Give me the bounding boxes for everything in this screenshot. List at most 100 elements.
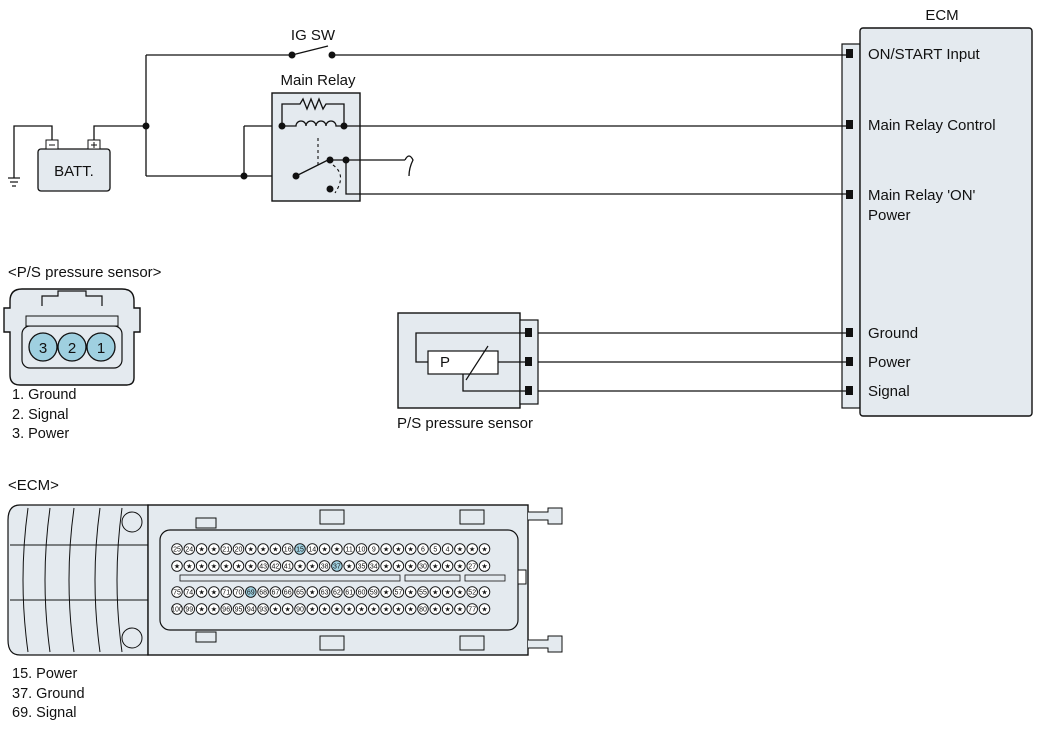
- ps-pin-3-label: 3: [39, 340, 47, 357]
- ecm-connector-pin: [368, 586, 380, 598]
- ecm-connector-pin: [355, 560, 368, 572]
- ps-sensor-element: [427, 350, 499, 375]
- ecm-connector-pin: [380, 603, 392, 615]
- battery-box: [37, 148, 111, 192]
- ecm-connector-pin-label: 43: [259, 564, 267, 571]
- ps-sensor-element-label: P: [440, 354, 450, 371]
- ecm-connector-pin-label: ★: [383, 563, 389, 571]
- ecm-connector-pin: [331, 560, 343, 572]
- ps-sensor-terminal: [525, 357, 532, 366]
- ecm-connector-pin-label: 80: [419, 607, 427, 614]
- ecm-connector-pin-label: 63: [321, 590, 329, 597]
- ecm-connector-pin: [429, 603, 442, 615]
- ecm-connector-pin: [306, 586, 319, 598]
- ecm-connector-pin: [478, 603, 491, 615]
- ecm-connector-pin: [478, 586, 491, 598]
- ecm-connector-pin: [466, 560, 478, 572]
- ecm-connector-pin-label: ★: [198, 563, 204, 571]
- ecm-connector-pin-label: 77: [468, 607, 476, 614]
- ecm-connector-pin: [343, 543, 355, 555]
- ecm-connector-pin-label: ★: [408, 606, 414, 614]
- ps-sensor-caption: P/S pressure sensor: [397, 415, 533, 432]
- ecm-connector-pin: [281, 603, 294, 615]
- ecm-connector-pin-label: ★: [211, 546, 217, 554]
- ecm-connector-pin: [232, 543, 245, 555]
- ig-switch-label: IG SW: [291, 27, 336, 44]
- ecm-connector-pin: [466, 603, 478, 615]
- splice-dot: [142, 122, 150, 130]
- ecm-connector-pin-label: ★: [457, 546, 463, 554]
- ecm-pin-ground-label: Ground: [868, 325, 918, 342]
- ecm-connector-pin-label: ★: [432, 589, 438, 597]
- ignition-switch: [288, 45, 336, 59]
- ecm-connector-pin-label: 96: [222, 607, 230, 614]
- ecm-connector-pin: [355, 543, 368, 555]
- ecm-connector-pin: [318, 586, 331, 598]
- ps-connector-key: [25, 315, 119, 327]
- ecm-connector-pin-label: ★: [334, 546, 340, 554]
- ecm-connector-pin-label: 95: [235, 607, 243, 614]
- ecm-connector-pin: [269, 543, 282, 555]
- ecm-connector-pin-label: 35: [358, 564, 366, 571]
- ecm-connector-pin-label: ★: [457, 563, 463, 571]
- ecm-connector-pin: [441, 586, 454, 598]
- ecm-connector-pin: [208, 586, 220, 598]
- ecm-connector-pin-label: ★: [444, 606, 450, 614]
- ecm-pin-main-relay-control-label: Main Relay Control: [868, 117, 996, 134]
- ecm-connector-pin: [368, 560, 380, 572]
- ecm-connector-pin: [257, 586, 269, 598]
- main-relay-label: Main Relay: [280, 72, 356, 89]
- ecm-connector-pin-label: 75: [173, 590, 181, 597]
- ecm-connector-pin: [220, 603, 232, 615]
- ecm-legend-item: 69. Signal: [12, 705, 77, 721]
- ecm-connector-pin: [294, 586, 306, 598]
- battery-positive-wire: [93, 125, 146, 140]
- ecm-connector-pin: [380, 543, 392, 555]
- ecm-connector-pin-label: ★: [198, 546, 204, 554]
- ecm-pin-terminal: [846, 190, 853, 199]
- ps-sensor-internal-ground: [415, 332, 525, 363]
- ecm-connector-pin-label: ★: [211, 606, 217, 614]
- ecm-connector-pin-label: 38: [321, 564, 329, 571]
- ecm-connector-pin-label: 34: [370, 564, 378, 571]
- ecm-connector-pin-label: ★: [309, 589, 315, 597]
- ecm-connector-pin-label: 69: [247, 590, 255, 597]
- ecm-connector-pin: [257, 543, 269, 555]
- ecm-connector-pin-label: 57: [395, 590, 403, 597]
- ecm-connector-pin: [171, 586, 183, 598]
- ps-connector-legend: 1. Ground 2. Signal 3. Power: [12, 386, 77, 445]
- ecm-connector-pin: [429, 586, 442, 598]
- ecm-connector-pin-label: 9: [372, 547, 376, 554]
- ecm-connector-pin: [392, 586, 405, 598]
- ecm-connector-pin-label: ★: [346, 563, 352, 571]
- battery-ground-wire: [13, 125, 53, 178]
- ecm-connector-pin-label: ★: [321, 546, 327, 554]
- ps-connector-pin: 2: [57, 332, 87, 362]
- ecm-connector-pin: [441, 543, 454, 555]
- ecm-pin-terminal: [846, 120, 853, 129]
- ecm-connector-pin-label: ★: [408, 563, 414, 571]
- ecm-connector-pin: [306, 560, 319, 572]
- ecm-connector-pin-label: ★: [198, 606, 204, 614]
- ecm-connector-pin-label: ★: [432, 606, 438, 614]
- ecm-connector-pin-label: 70: [235, 590, 243, 597]
- ecm-connector-pin: [171, 543, 183, 555]
- ecm-connector-pin-label: ★: [457, 589, 463, 597]
- ecm-pin-signal-label: Signal: [868, 383, 910, 400]
- ecm-connector-pin: [441, 603, 454, 615]
- ecm-connector-pin: [454, 560, 466, 572]
- ps-connector-pin: 1: [86, 332, 116, 362]
- ecm-connector-pin: [245, 560, 257, 572]
- ps-sensor-internal-signal: [462, 374, 525, 392]
- ecm-connector-pin: [368, 543, 380, 555]
- ecm-connector-pin-label: ★: [444, 563, 450, 571]
- ecm-connector-pin: [343, 603, 355, 615]
- ecm-connector-pin-label: ★: [346, 606, 352, 614]
- ecm-connector-pin: [232, 603, 245, 615]
- ecm-connector-pin-label: ★: [198, 589, 204, 597]
- ecm-connector-pin-label: 55: [419, 590, 427, 597]
- ecm-connector-pin: [195, 586, 208, 598]
- variable-resistor-arrow-icon: [465, 345, 489, 381]
- battery: BATT.: [8, 125, 111, 192]
- ps-sensor-schematic: P P/S pressure sensor: [397, 312, 846, 432]
